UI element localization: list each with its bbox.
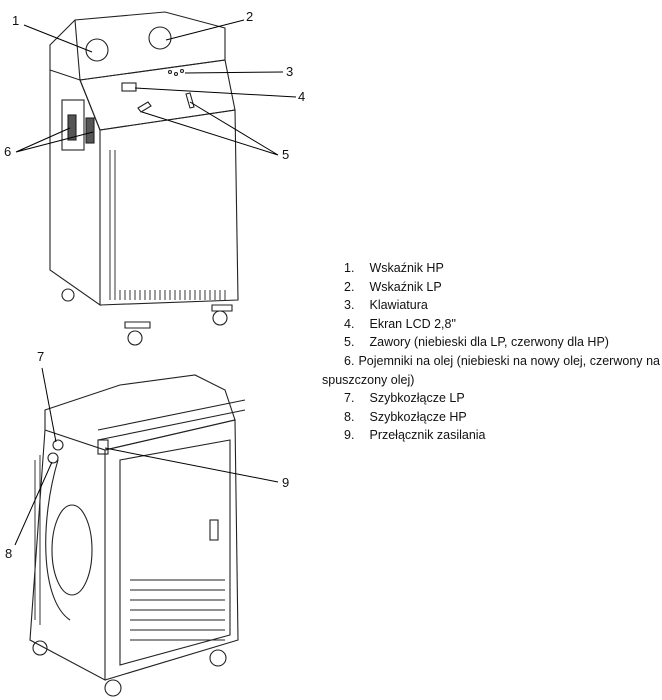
callout-2: 2 [246,9,254,24]
machine-rear-drawing [29,374,246,697]
legend-item: 8. Szybkozłącze HP [344,409,467,424]
callout-3: 3 [286,64,294,79]
legend-item: 9. Przełącznik zasilania [344,428,486,443]
legend-item: 3. Klawiatura [344,298,428,313]
legend-item: 6.Pojemniki na olej (niebieski na nowy o… [322,353,660,387]
callout-5: 5 [282,147,290,162]
lp-gauge-icon [148,26,172,50]
legend-item: 7. Szybkozłącze LP [344,391,465,406]
legend-item: 2. Wskaźnik LP [344,279,442,294]
legend-item: 1. Wskaźnik HP [344,261,444,275]
legend-item: 4. Ekran LCD 2,8" [344,316,456,331]
lcd-screen-icon [121,82,137,92]
callout-4: 4 [298,89,306,104]
machine-front-drawing [49,11,239,346]
power-switch-icon [97,439,109,455]
callout-7: 7 [37,349,45,364]
callout-1: 1 [12,13,20,28]
callout-9: 9 [282,475,290,490]
callout-8: 8 [5,546,13,561]
parts-legend: 1. Wskaźnik HP 2. Wskaźnik LP 3. Klawiat… [322,259,660,445]
legend-item: 5. Zawory (niebieski dla LP, czerwony dl… [344,335,609,350]
leader-lines [14,19,297,546]
hp-gauge-icon [85,38,109,62]
callout-6: 6 [4,144,12,159]
